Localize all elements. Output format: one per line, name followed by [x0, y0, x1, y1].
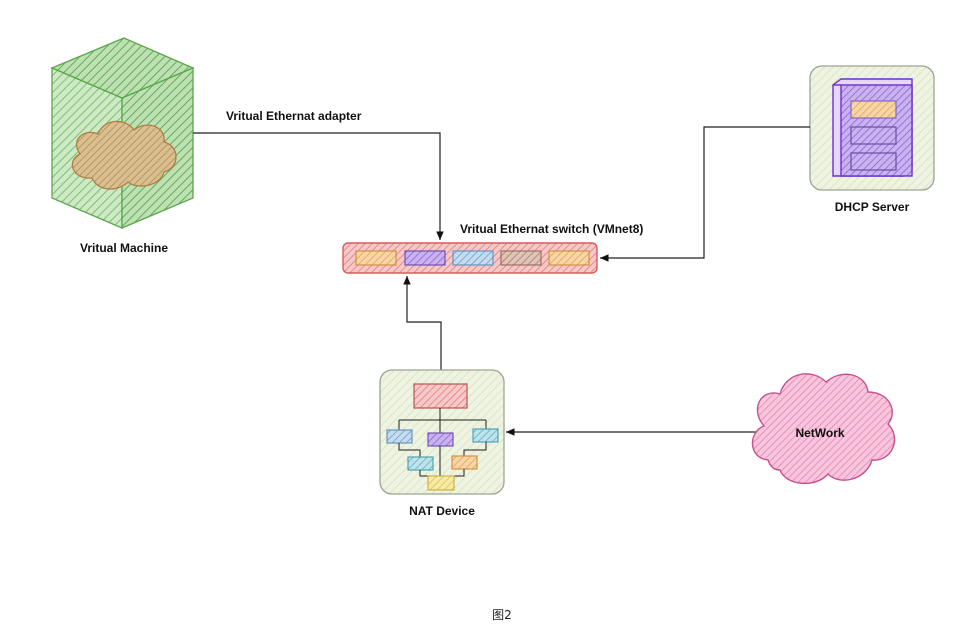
edge-dhcp-to-switch: [600, 126, 810, 262]
nat-device-label: NAT Device: [409, 504, 475, 518]
connector-line: [193, 132, 444, 240]
server-slot: [850, 152, 897, 171]
network-label: NetWork: [795, 426, 844, 440]
dhcp-server-node[interactable]: DHCP Server: [809, 65, 935, 214]
edge-nat-to-switch: [403, 276, 442, 370]
switch-label: Vritual Ethernat switch (VMnet8): [460, 222, 643, 236]
switch-port: [452, 250, 494, 266]
switch-node[interactable]: Vritual Ethernat switch (VMnet8): [342, 222, 643, 274]
switch-port: [500, 250, 542, 266]
edge-vm-to-switch: Vritual Ethernat adapter: [193, 109, 444, 240]
server-slot: [850, 126, 897, 145]
edge-label-adapter: Vritual Ethernat adapter: [226, 109, 362, 123]
flowchart-icon: [386, 383, 499, 491]
cloud-shape: [71, 120, 177, 190]
network-cloud-icon: [751, 373, 896, 485]
figure-caption: 图2: [492, 608, 512, 622]
nat-device-node[interactable]: NAT Device: [379, 369, 505, 518]
server-icon: [832, 78, 913, 177]
server-slot: [850, 100, 897, 119]
dhcp-server-label: DHCP Server: [835, 200, 910, 214]
switch-port: [548, 250, 590, 266]
switch-port: [404, 250, 446, 266]
network-node[interactable]: NetWork: [751, 373, 896, 485]
switch-port: [355, 250, 397, 266]
virtual-machine-icon: [50, 37, 195, 229]
virtual-machine-node[interactable]: Vritual Machine: [50, 37, 195, 255]
virtual-machine-label: Vritual Machine: [80, 241, 168, 255]
